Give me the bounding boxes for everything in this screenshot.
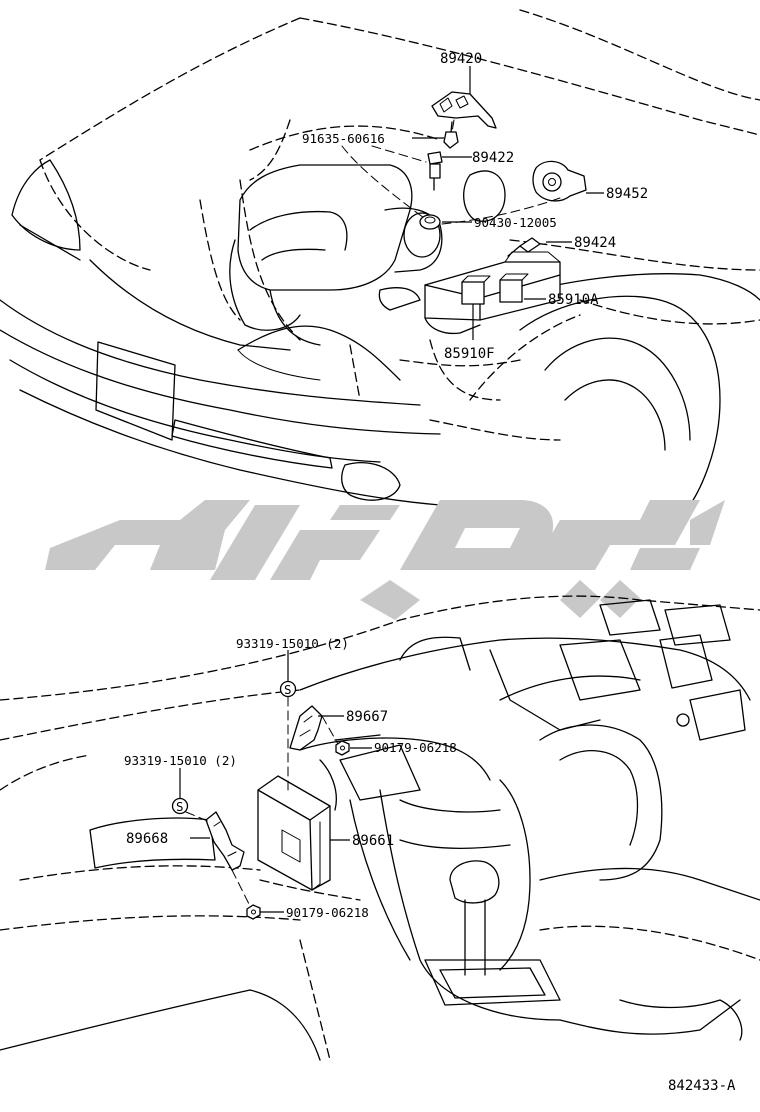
label-85910a: 85910A (548, 292, 599, 308)
sensor-89452-icon (532, 160, 587, 202)
grommet-90430-icon (419, 214, 441, 230)
label-89452: 89452 (606, 186, 648, 202)
relay-85910a-icon (499, 279, 523, 303)
label-89422: 89422 (472, 150, 514, 166)
diagram-code: 842433-A (668, 1078, 736, 1094)
nut-90179-top-icon (335, 740, 350, 756)
screw-marker-top-label: S (284, 682, 292, 697)
label-89667: 89667 (346, 709, 388, 725)
label-89420: 89420 (440, 51, 482, 67)
screw-marker-left-label: S (176, 799, 184, 814)
bracket-89668-icon (205, 811, 245, 871)
bolt-91635-icon (443, 121, 459, 149)
label-90430-12005: 90430-12005 (474, 215, 557, 230)
label-85910f: 85910F (444, 346, 495, 362)
relay-box (424, 251, 561, 335)
watermark-logo (45, 500, 725, 620)
screw-marker-left: S (171, 797, 189, 815)
label-91635-60616: 91635-60616 (302, 131, 385, 146)
label-90179-06218-bottom: 90179-06218 (286, 905, 369, 920)
sensor-89420-icon (431, 91, 497, 129)
relay-85910f-icon (461, 281, 485, 305)
label-93319-15010-left: 93319-15010 (2) (124, 753, 237, 768)
label-90179-06218-top: 90179-06218 (374, 740, 457, 755)
label-89668: 89668 (126, 831, 168, 847)
sensor-89424-icon (507, 237, 547, 257)
label-89661: 89661 (352, 833, 394, 849)
label-89424: 89424 (574, 235, 616, 251)
ecu-89661-icon (257, 775, 331, 891)
bottom-leader-lines (179, 650, 372, 913)
screw-marker-top: S (279, 680, 297, 698)
car-front-outline (0, 9, 760, 506)
dashboard-outline (0, 595, 760, 1061)
sensor-89422-icon (427, 151, 443, 191)
label-93319-15010-top: 93319-15010 (2) (236, 636, 349, 651)
top-leader-lines (341, 66, 604, 340)
part-labels: 89420 91635-60616 89422 89452 90430-1200… (124, 51, 736, 1094)
engine-block (229, 164, 506, 346)
bracket-89667-icon (289, 705, 323, 751)
nut-90179-bottom-icon (246, 904, 261, 920)
